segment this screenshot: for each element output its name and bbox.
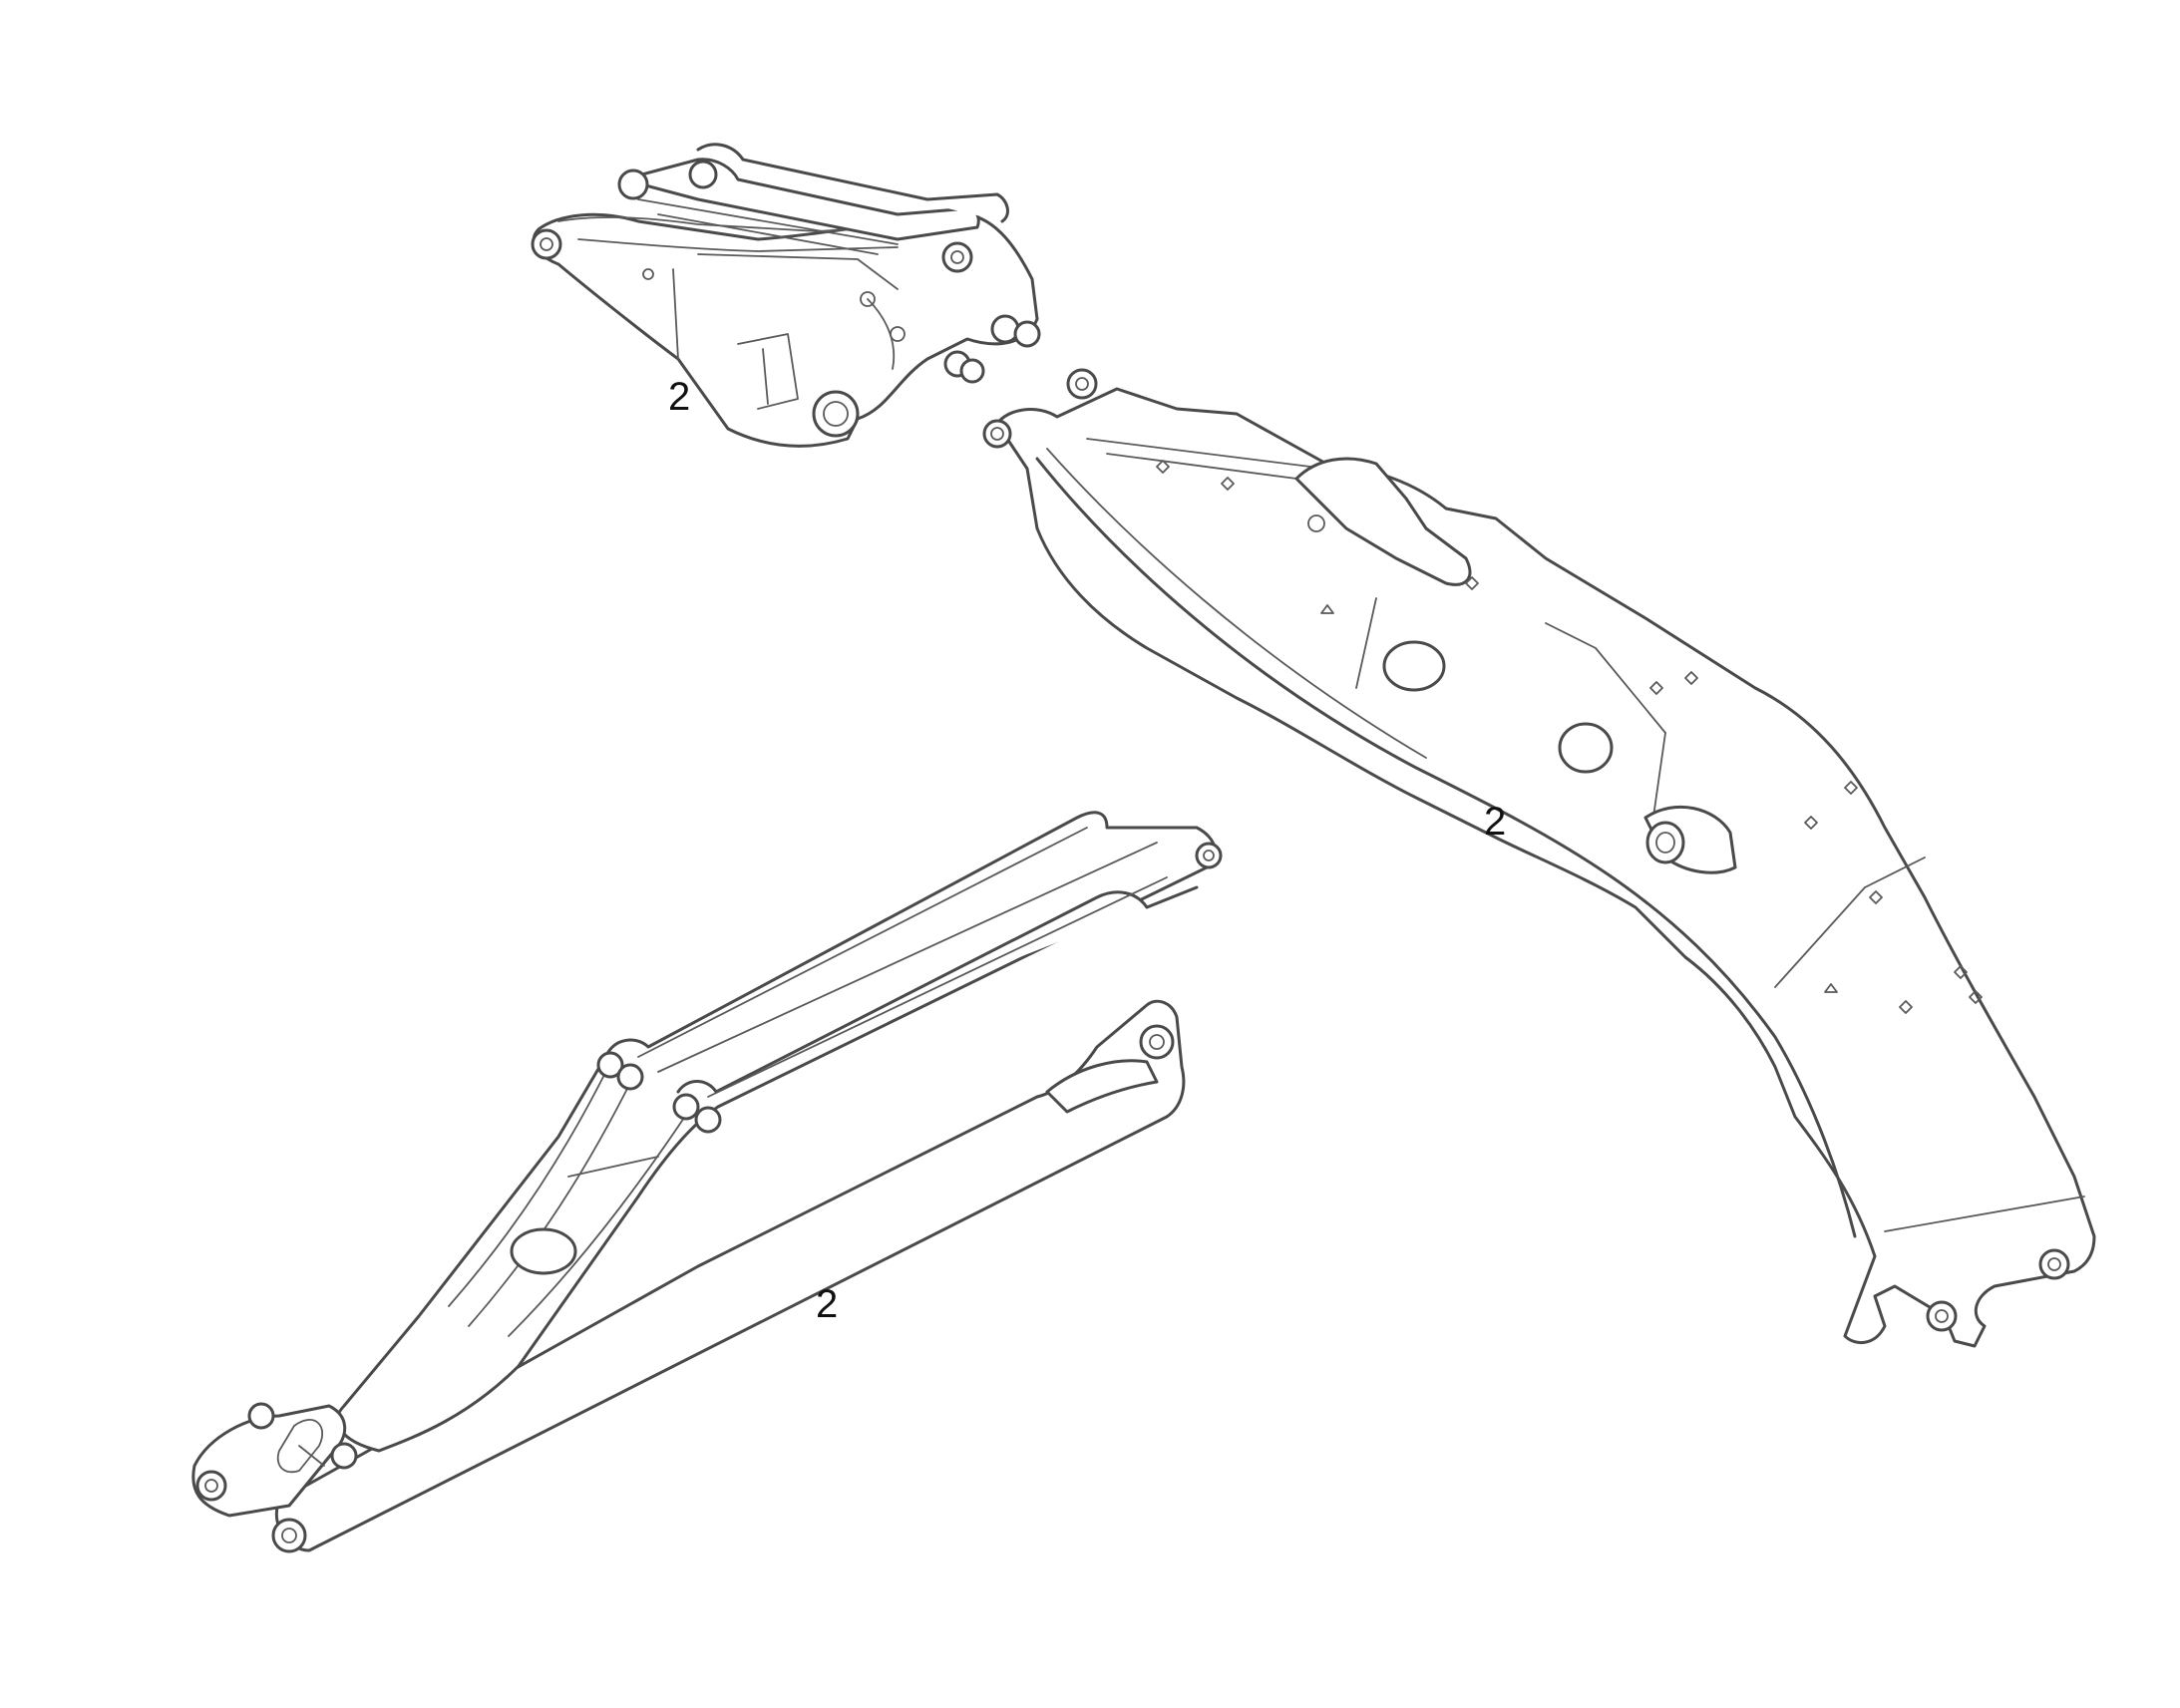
- arm-drawing: [191, 811, 1223, 1553]
- callout-label: 2: [668, 375, 691, 419]
- callout-label: 2: [816, 1282, 839, 1326]
- callout-label: 2: [1484, 800, 1507, 844]
- main-boom-drawing: [982, 368, 2096, 1348]
- boom-foot-assembly-drawing: [531, 143, 1041, 448]
